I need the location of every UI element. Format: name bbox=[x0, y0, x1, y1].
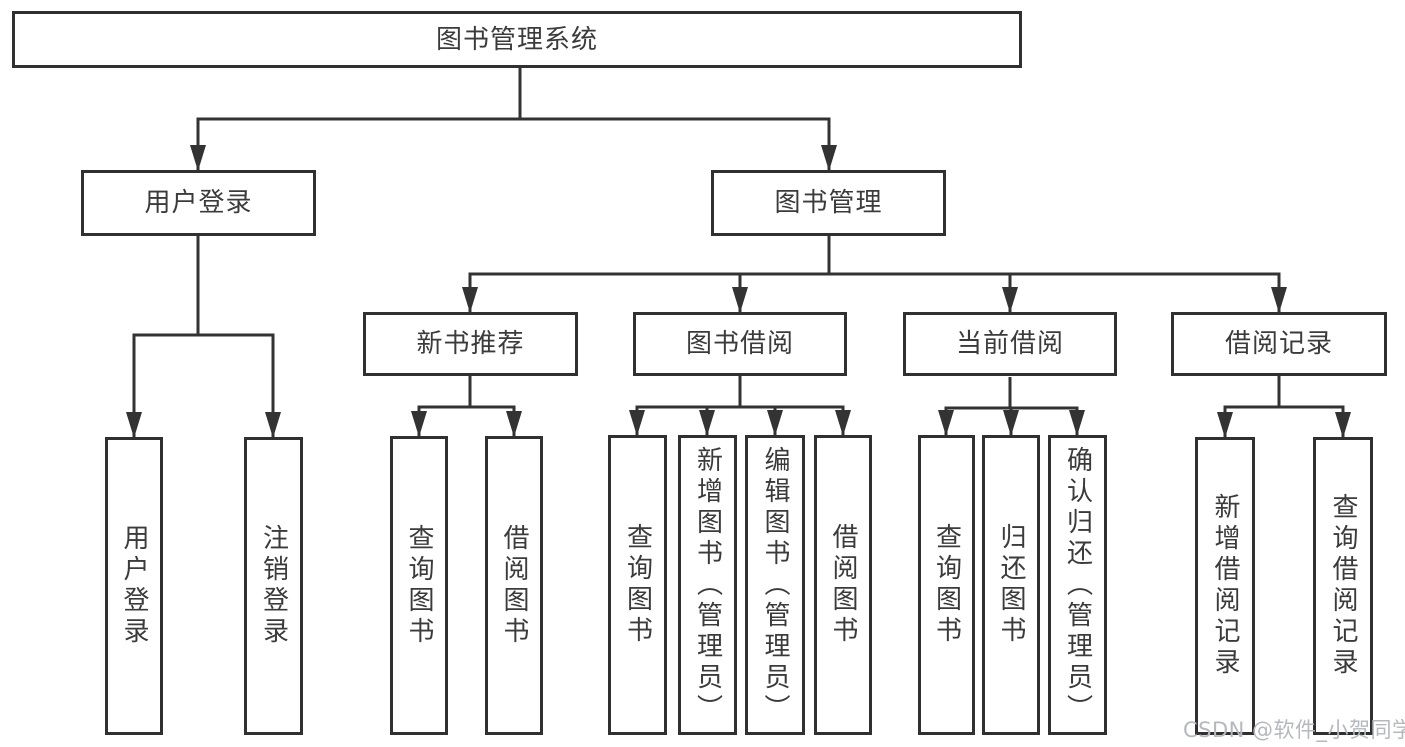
leaf-borrow-books-borrow-label: 借阅图书 bbox=[828, 523, 858, 647]
leaf-add-borrow-record-label: 新增借阅记录 bbox=[1210, 493, 1240, 679]
node-root-label: 图书管理系统 bbox=[435, 24, 598, 55]
connector-trunks bbox=[132, 68, 1345, 410]
leaf-query-books-current: 查询图书 bbox=[918, 435, 975, 735]
leaf-add-book-admin-label: 新增图书（管理员） bbox=[692, 445, 723, 725]
node-root-system: 图书管理系统 bbox=[12, 11, 1022, 68]
leaf-edit-book-admin-label: 编辑图书（管理员） bbox=[760, 445, 790, 725]
node-current-borrow-label: 当前借阅 bbox=[955, 329, 1064, 359]
leaf-user-login-label: 用户登录 bbox=[119, 524, 149, 648]
leaf-add-borrow-record: 新增借阅记录 bbox=[1195, 437, 1255, 735]
leaf-confirm-return-admin-label: 确认归还（管理员） bbox=[1062, 445, 1093, 725]
node-borrow-records: 借阅记录 bbox=[1171, 312, 1387, 376]
leaf-query-books-recommend-label: 查询图书 bbox=[404, 523, 434, 648]
leaf-logout-login-label: 注销登录 bbox=[258, 524, 289, 648]
leaf-return-book-label: 归还图书 bbox=[996, 523, 1026, 647]
leaf-query-books-borrow: 查询图书 bbox=[608, 435, 667, 735]
leaf-borrow-books-borrow: 借阅图书 bbox=[814, 435, 872, 735]
leaf-edit-book-admin: 编辑图书（管理员） bbox=[745, 435, 805, 735]
leaf-add-book-admin: 新增图书（管理员） bbox=[678, 435, 737, 735]
node-borrow-records-label: 借阅记录 bbox=[1224, 329, 1333, 359]
leaf-query-borrow-record-label: 查询借阅记录 bbox=[1328, 493, 1358, 679]
node-book-borrow-label: 图书借阅 bbox=[685, 329, 794, 359]
leaf-borrow-books-recommend-label: 借阅图书 bbox=[499, 523, 529, 648]
leaf-logout-login: 注销登录 bbox=[244, 437, 303, 735]
node-book-borrow: 图书借阅 bbox=[633, 312, 847, 376]
leaf-query-books-borrow-label: 查询图书 bbox=[622, 523, 653, 647]
node-book-management: 图书管理 bbox=[711, 170, 946, 236]
leaf-user-login: 用户登录 bbox=[105, 437, 163, 735]
node-user-login-label: 用户登录 bbox=[144, 188, 253, 218]
leaf-query-books-current-label: 查询图书 bbox=[931, 523, 962, 647]
node-current-borrow: 当前借阅 bbox=[903, 312, 1117, 376]
node-user-login: 用户登录 bbox=[81, 170, 316, 236]
leaf-borrow-books-recommend: 借阅图书 bbox=[485, 436, 543, 735]
leaf-query-borrow-record: 查询借阅记录 bbox=[1313, 437, 1373, 735]
leaf-query-books-recommend: 查询图书 bbox=[390, 436, 448, 735]
node-book-management-label: 图书管理 bbox=[774, 188, 883, 218]
leaf-confirm-return-admin: 确认归还（管理员） bbox=[1048, 435, 1107, 735]
leaf-return-book: 归还图书 bbox=[982, 435, 1040, 735]
node-new-book-recommend: 新书推荐 bbox=[363, 312, 578, 376]
csdn-watermark: CSDN @软件_小贺同学 bbox=[1183, 718, 1405, 742]
node-new-book-recommend-label: 新书推荐 bbox=[416, 329, 525, 359]
